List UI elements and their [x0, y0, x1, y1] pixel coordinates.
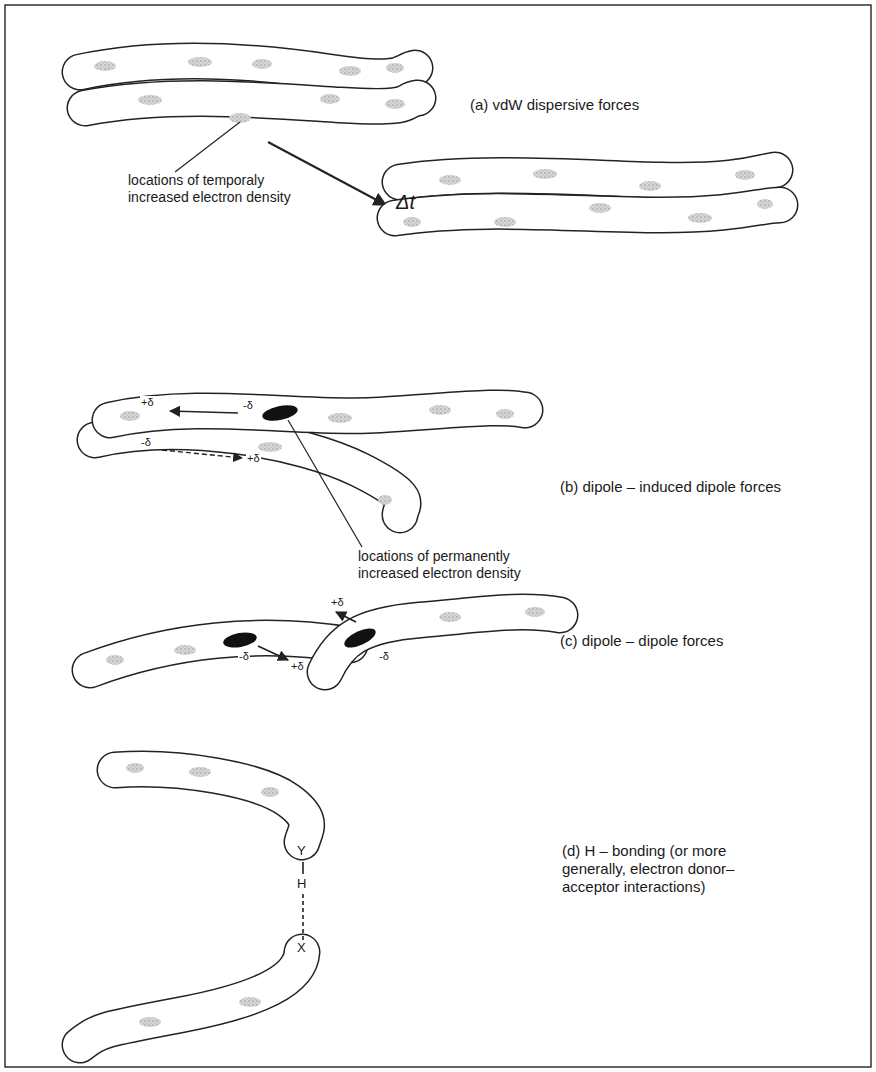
charge-sign: +δ [246, 452, 261, 465]
charge-sign: +δ [290, 660, 305, 673]
panel-label: (c) dipole – dipole forces [560, 632, 820, 650]
callout-note: locations of permanently increased elect… [358, 548, 538, 582]
electron-density [138, 94, 405, 123]
electron-density [139, 997, 261, 1027]
charge-sign: -δ [242, 399, 254, 412]
molecule [110, 408, 525, 420]
frame [5, 5, 871, 1067]
charge-sign: -δ [238, 650, 250, 663]
dipole-arrow [336, 612, 356, 622]
electron-density [403, 199, 773, 227]
charge-sign: +δ [330, 596, 345, 609]
dipole-site [261, 402, 299, 423]
molecule [95, 432, 403, 515]
panel-label: (a) vdW dispersive forces [470, 96, 730, 114]
electron-density [439, 607, 545, 622]
molecule [80, 952, 302, 1045]
dipole-arrow [170, 411, 238, 413]
callout-note: locations of temporaly increased electro… [128, 172, 303, 206]
panel-label: (d) H – bonding (or more generally, elec… [562, 842, 777, 896]
covalent-bond [302, 862, 304, 874]
atom-symbol: H [297, 876, 306, 892]
electron-density [120, 405, 514, 423]
molecule [395, 205, 780, 218]
molecule [115, 769, 307, 842]
leader-line [288, 420, 362, 547]
electron-density [439, 169, 755, 191]
electron-density [126, 763, 279, 797]
charge-sign: +δ [140, 396, 155, 409]
atom-symbol: X [297, 940, 306, 956]
charge-sign: -δ [140, 436, 152, 449]
electron-density [258, 442, 392, 505]
dipole-site [342, 624, 379, 651]
panel-label: (b) dipole – induced dipole forces [560, 478, 850, 496]
electron-density [94, 57, 404, 76]
dipole-arrow [258, 646, 288, 660]
dipole-site [222, 630, 258, 650]
leader-line [175, 122, 240, 172]
induced-dipole-arrow [162, 450, 242, 458]
electron-density [106, 645, 196, 665]
molecule [325, 612, 560, 672]
molecule [85, 98, 418, 108]
time-step: Δt [396, 190, 415, 214]
molecule [80, 61, 415, 77]
charge-sign: -δ [378, 650, 390, 663]
hydrogen-bond [302, 894, 304, 940]
atom-symbol: Y [297, 843, 306, 859]
